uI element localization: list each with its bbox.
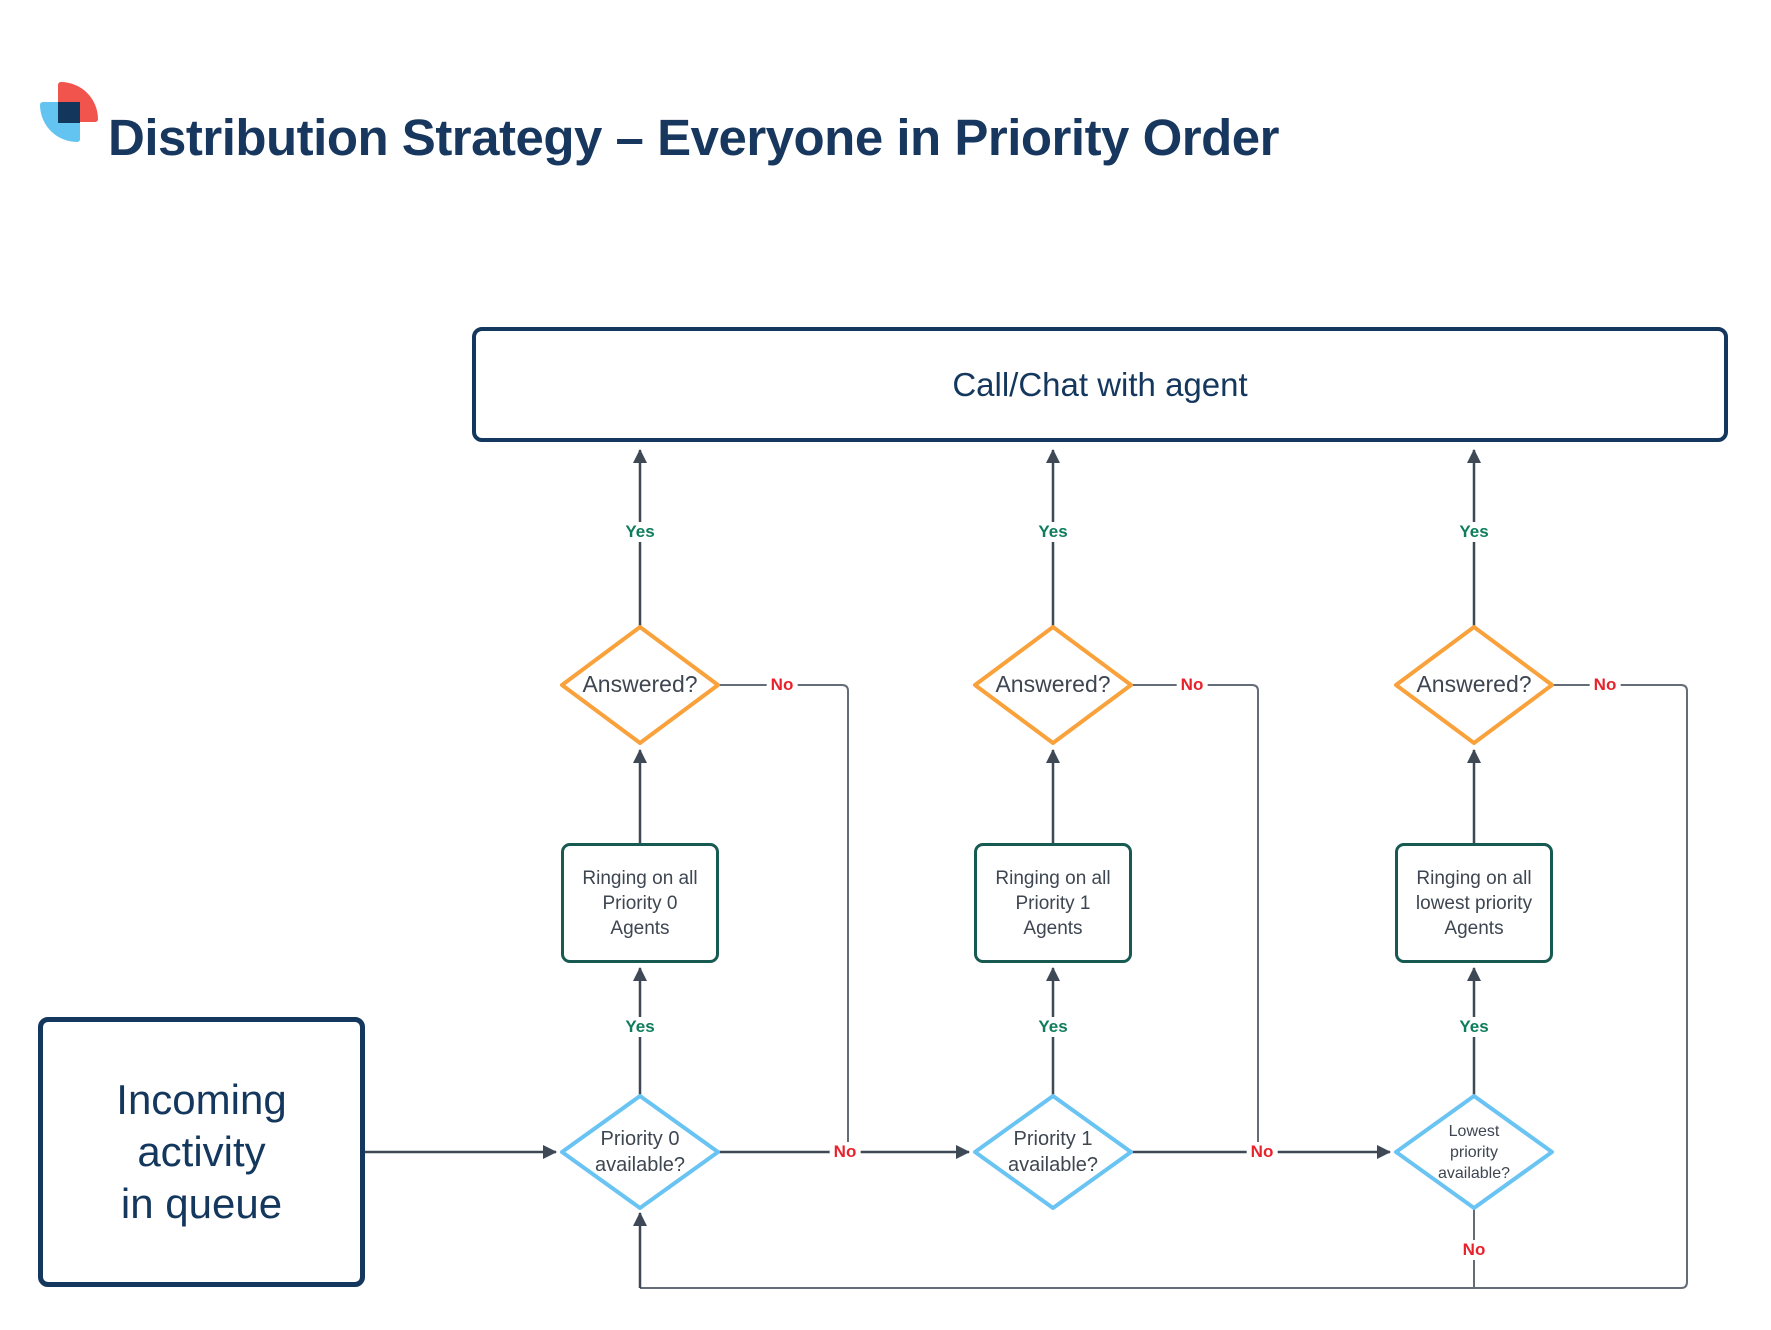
avail2-line2: available?	[1007, 1154, 1099, 1176]
label-yes-avail3: Yes	[1455, 1017, 1493, 1037]
label-yes-avail1: Yes	[621, 1017, 659, 1037]
answered3-label: Answered?	[1416, 671, 1532, 697]
incoming-line-1: Incoming	[116, 1076, 287, 1123]
priority1-available-label: Priority 1 available?	[973, 1126, 1133, 1178]
avail1-line1: Priority 0	[600, 1128, 680, 1150]
avail1-line2: available?	[594, 1154, 686, 1176]
incoming-activity-node: Incoming activity in queue	[38, 1017, 365, 1287]
avail2-line1: Priority 1	[1013, 1128, 1093, 1150]
label-yes-answered2: Yes	[1034, 522, 1072, 542]
lowest-priority-available-label: Lowest priority available?	[1404, 1121, 1544, 1184]
answered2-diamond	[973, 625, 1133, 745]
ringing-priority1-node: Ringing on all Priority 1 Agents	[974, 843, 1132, 963]
priority0-available-label: Priority 0 available?	[560, 1126, 720, 1178]
label-no-avail3: No	[1458, 1240, 1490, 1260]
logo-navy-square	[58, 102, 80, 123]
label-yes-answered3: Yes	[1455, 522, 1493, 542]
priority0-available-diamond	[560, 1094, 720, 1210]
ringing3-line1: Ringing on all	[1416, 867, 1532, 889]
avail3-line3: available?	[1437, 1165, 1511, 1182]
label-yes-answered1: Yes	[621, 522, 659, 542]
ringing3-line2: lowest priority	[1415, 892, 1533, 914]
incoming-line-3: in queue	[120, 1180, 283, 1227]
label-yes-avail2: Yes	[1034, 1017, 1072, 1037]
answered1-label: Answered?	[582, 671, 698, 697]
call-chat-label: Call/Chat with agent	[952, 365, 1248, 403]
avail3-line1: Lowest	[1448, 1123, 1500, 1140]
label-no-avail2: No	[1246, 1142, 1278, 1162]
page-title: Distribution Strategy – Everyone in Prio…	[108, 109, 1279, 166]
label-no-answered1: No	[766, 675, 798, 695]
incoming-line-2: activity	[137, 1128, 266, 1175]
ringing-priority0-node: Ringing on all Priority 0 Agents	[561, 843, 719, 963]
ringing1-line1: Ringing on all	[582, 867, 698, 889]
ringing2-line2: Priority 1	[1015, 892, 1091, 914]
avail3-line2: priority	[1449, 1144, 1498, 1161]
ringing1-line2: Priority 0	[602, 892, 678, 914]
edge-answered3-no-loop	[640, 684, 1688, 1289]
ringing3-line3: Agents	[1444, 917, 1504, 939]
ringing2-line1: Ringing on all	[995, 867, 1111, 889]
ringing2-line3: Agents	[1023, 917, 1083, 939]
edge-answered2-no-loop	[1131, 684, 1259, 1151]
edge-answered1-no-loop	[718, 684, 849, 1151]
priority1-available-diamond	[973, 1094, 1133, 1210]
label-no-answered3: No	[1589, 675, 1621, 695]
label-no-answered2: No	[1176, 675, 1208, 695]
label-no-avail1: No	[829, 1142, 861, 1162]
ringing1-line3: Agents	[610, 917, 670, 939]
answered2-label: Answered?	[995, 671, 1111, 697]
ringing-lowest-priority-node: Ringing on all lowest priority Agents	[1395, 843, 1553, 963]
lowest-priority-available-diamond	[1394, 1094, 1554, 1210]
answered1-diamond	[560, 625, 720, 745]
answered3-diamond	[1394, 625, 1554, 745]
call-chat-node: Call/Chat with agent	[472, 327, 1728, 442]
